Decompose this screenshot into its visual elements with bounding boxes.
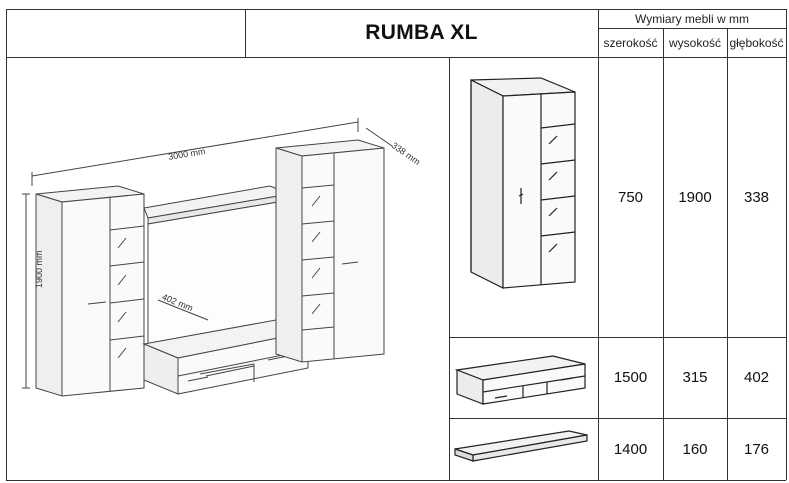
table-border-bottom [6,480,786,481]
product-title: RUMBA XL [365,21,478,44]
title-divider-vertical [245,9,246,57]
header-divider-vertical [598,9,599,480]
table-border-left [6,9,7,480]
row1-depth: 338 [743,188,770,206]
header-bottom-line [6,57,786,58]
wardrobe-cabinet-icon [470,77,576,289]
column-header-width: szerokość [603,35,658,50]
row3-width: 1400 [613,440,648,458]
total-width-label: 3000 mm [168,146,207,162]
row-divider-2 [449,418,786,419]
row1-height: 1900 [678,188,712,206]
row1-width: 750 [617,188,644,206]
column-header-height: wysokość [668,35,721,50]
depth-label: 338 mm [390,140,422,167]
header-subgroup-line [598,28,786,29]
table-border-top [6,9,786,10]
wall-shelf-icon [454,430,588,462]
row2-depth: 402 [743,369,770,386]
row2-height: 315 [682,369,708,386]
image-column-divider [449,57,450,480]
row3-depth: 176 [743,440,770,458]
tv-stand-icon [454,355,586,405]
column-header-depth: głębokość [729,35,784,50]
column-divider-2 [727,28,728,480]
row2-width: 1500 [613,369,648,386]
row3-height: 160 [682,440,708,458]
table-border-right [786,9,787,480]
height-label: 1900 mm [34,250,44,288]
dimensions-group-header: Wymiary mebli w mm [635,11,749,26]
column-divider-1 [663,28,664,480]
row-divider-1 [449,337,786,338]
assembly-drawing: 3000 mm 338 mm 1900 mm 402 mm [22,118,422,397]
